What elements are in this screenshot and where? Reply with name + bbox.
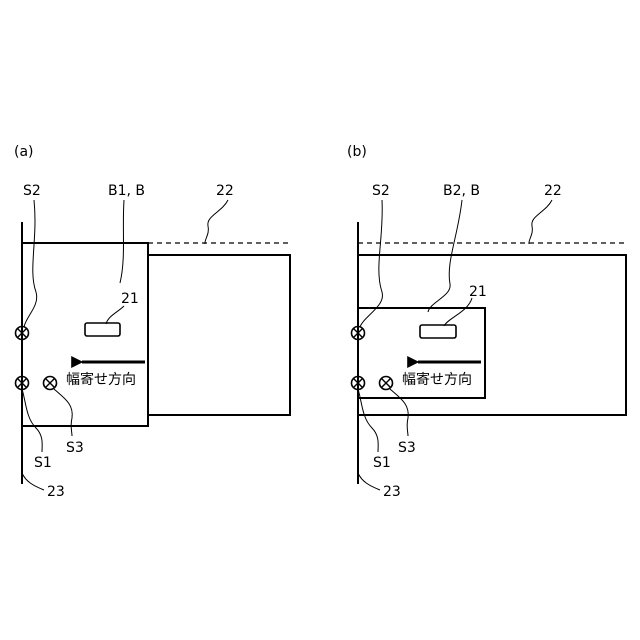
leader-s2 [24,200,37,327]
leader-mark [444,298,472,326]
label-tray: 22 [544,183,562,199]
label-s1: S1 [373,455,391,471]
label-s1: S1 [34,455,52,471]
panel-b: (b) 幅寄せ方向 [347,144,628,500]
label-mark: 21 [469,284,487,300]
mark-21 [85,323,120,336]
sensor-s3-icon [380,377,393,390]
label-s2: S2 [372,183,390,199]
label-s3: S3 [398,440,416,456]
label-wall: 23 [383,484,401,500]
sheet-rear-outline [148,255,290,415]
label-s2: S2 [23,183,41,199]
panel-a-tag: (a) [14,144,34,160]
leader-sheet [120,200,124,283]
leader-tray [205,200,228,244]
sheet-large-outline [358,255,626,415]
label-wall: 23 [47,484,65,500]
label-s3: S3 [66,440,84,456]
leader-wall [358,473,380,490]
leader-mark [106,306,124,324]
panel-b-tag: (b) [347,144,367,160]
leader-tray [529,200,552,244]
direction-label: 幅寄せ方向 [402,371,472,388]
label-tray: 22 [216,183,234,199]
label-mark: 21 [121,291,139,307]
leader-s3 [390,389,408,436]
leader-wall [22,473,44,490]
sensor-s3-icon [44,377,57,390]
leader-s1 [22,389,42,452]
mark-21 [420,325,456,338]
panel-a: (a) 幅寄せ方向 [14,144,292,500]
leader-s3 [54,389,72,436]
direction-label: 幅寄せ方向 [66,371,136,388]
label-sheet: B1, B [108,183,145,199]
label-sheet: B2, B [443,183,480,199]
